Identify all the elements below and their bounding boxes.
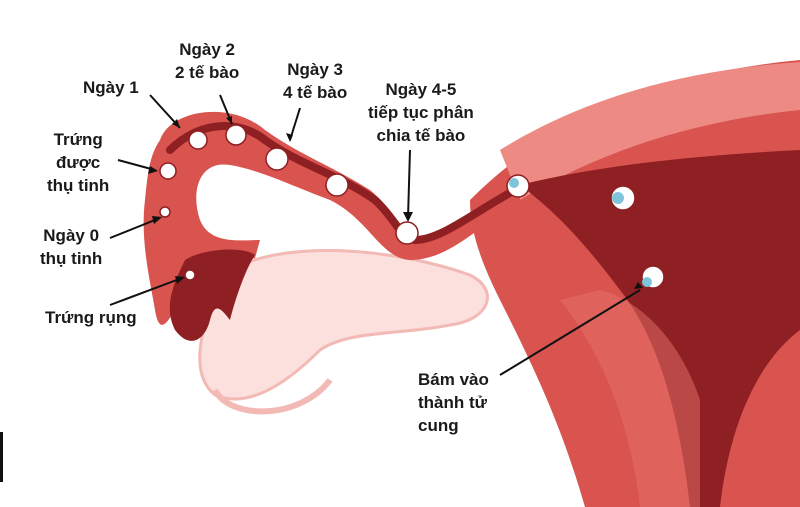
uterine-cavity (520, 150, 800, 507)
label-ovulation: Trứng rụng (45, 308, 137, 327)
fallopian-tube (143, 111, 521, 325)
ovarian-ligament (212, 378, 333, 415)
label-day1: Ngày 1 (83, 78, 139, 97)
uterine-lining (560, 290, 700, 507)
egg-cells (159, 124, 665, 289)
uterus-highlight (500, 62, 800, 200)
edge-bar (0, 432, 3, 482)
